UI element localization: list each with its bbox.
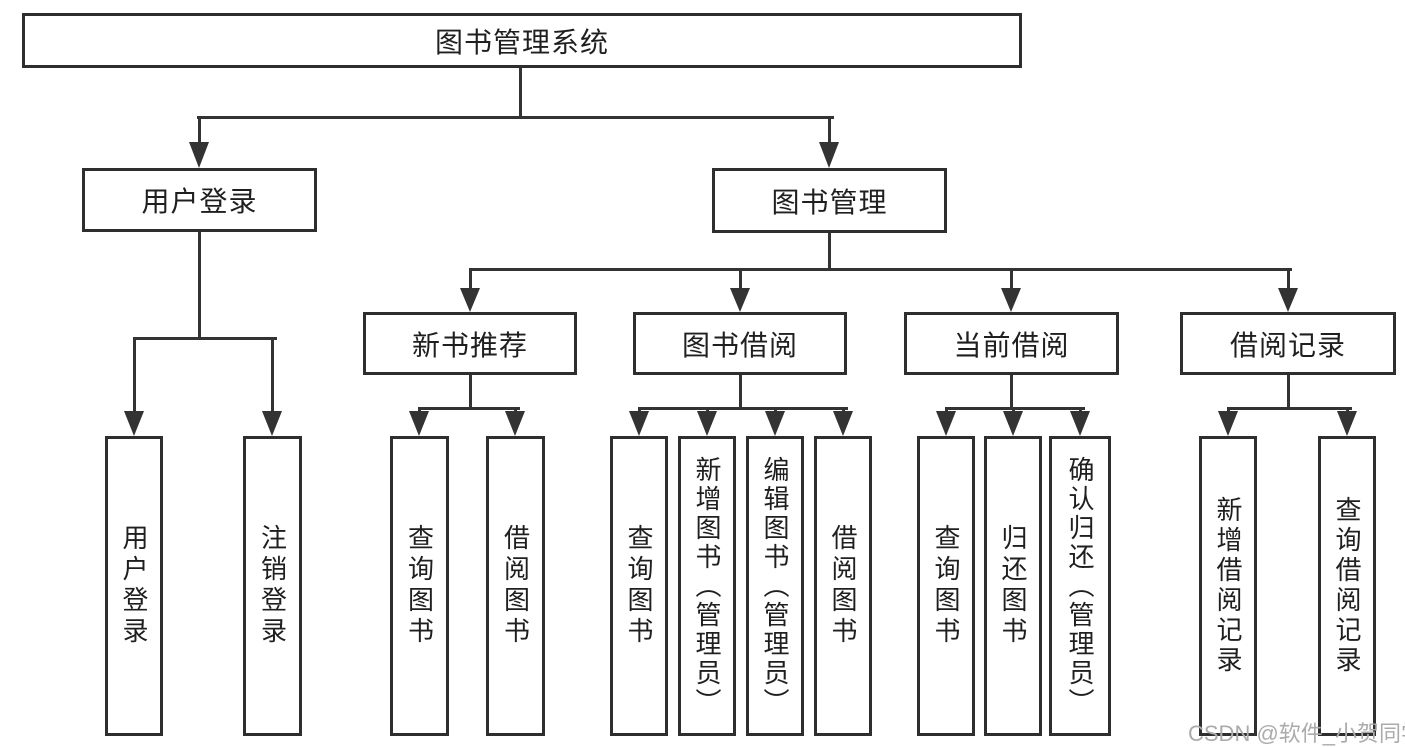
node-borrowing-records-label: 借阅记录 [1229,329,1346,361]
arrow-down-icon [1070,411,1090,436]
leaf-records-add-borrow-record-label: 新增借阅记录 [1213,496,1243,676]
connector-vline [739,375,742,410]
arrow-down-icon [124,411,144,436]
connector-arrow-stem [514,407,517,414]
connector-arrow-stem [133,337,136,414]
arrow-down-icon [697,411,717,436]
node-book-management: 图书管理 [712,168,947,233]
connector-hline [133,337,277,340]
connector-arrow-stem [945,407,948,414]
connector-arrow-stem [1346,407,1349,414]
leaf-logout: 注销登录 [243,436,302,736]
connector-vline [198,232,201,340]
node-user-login-label: 用户登录 [141,186,258,217]
node-library-management-system-label: 图书管理系统 [434,26,609,58]
arrow-down-icon [189,142,209,168]
leaf-borrowing-query-books-label: 查询图书 [624,524,654,648]
node-current-borrowing: 当前借阅 [904,312,1119,375]
node-book-management-label: 图书管理 [771,186,888,218]
arrow-down-icon [409,411,429,436]
leaf-borrowing-add-books-admin-label: 新增图书（管理员） [692,455,722,717]
leaf-borrowing-query-books: 查询图书 [610,436,668,736]
leaf-current-confirm-return-admin-label: 确认归还（管理员） [1065,455,1095,717]
node-book-borrowing-label: 图书借阅 [681,329,798,361]
connector-arrow-stem [739,268,742,291]
leaf-current-confirm-return-admin: 确认归还（管理员） [1049,436,1111,736]
connector-arrow-stem [774,407,777,414]
leaf-borrowing-borrow-books-label: 借阅图书 [828,524,858,648]
node-new-book-recommendation: 新书推荐 [363,312,577,375]
leaf-recommend-query-books: 查询图书 [390,436,449,736]
leaf-current-return-books-label: 归还图书 [998,524,1028,648]
node-user-login: 用户登录 [82,168,317,232]
arrow-down-icon [1218,411,1238,436]
connector-arrow-stem [198,116,201,145]
node-borrowing-records: 借阅记录 [1180,312,1396,375]
connector-arrow-stem [418,407,421,414]
node-book-borrowing: 图书借阅 [633,312,847,375]
leaf-recommend-borrow-books-label: 借阅图书 [500,524,531,648]
leaf-borrowing-add-books-admin: 新增图书（管理员） [678,436,736,736]
connector-arrow-stem [828,116,831,145]
leaf-records-query-borrow-record: 查询借阅记录 [1318,436,1376,736]
arrow-down-icon [262,411,282,436]
connector-vline [1010,375,1013,410]
arrow-down-icon [460,288,480,312]
connector-hline [1227,407,1352,410]
connector-arrow-stem [271,337,274,414]
leaf-borrowing-edit-books-admin-label: 编辑图书（管理员） [760,455,790,717]
arrow-down-icon [819,142,839,168]
leaf-borrowing-edit-books-admin: 编辑图书（管理员） [746,436,804,736]
leaf-recommend-query-books-label: 查询图书 [404,524,435,648]
leaf-current-query-books: 查询图书 [917,436,975,736]
connector-vline [469,375,472,410]
arrow-down-icon [1337,411,1357,436]
leaf-current-query-books-label: 查询图书 [931,524,961,648]
leaf-records-add-borrow-record: 新增借阅记录 [1199,436,1257,736]
leaf-current-return-books: 归还图书 [984,436,1042,736]
connector-hline [197,116,834,119]
arrow-down-icon [1001,288,1021,312]
connector-hline [469,268,1292,271]
connector-arrow-stem [1012,407,1015,414]
leaf-user-login: 用户登录 [105,436,163,736]
arrow-down-icon [833,411,853,436]
node-new-book-recommendation-label: 新书推荐 [411,329,528,361]
leaf-recommend-borrow-books: 借阅图书 [486,436,545,736]
node-current-borrowing-label: 当前借阅 [953,329,1070,361]
watermark: CSDN @软件_小贺同学 [1188,721,1405,746]
connector-hline [638,407,848,410]
arrow-down-icon [936,411,956,436]
connector-arrow-stem [1287,268,1290,291]
connector-vline [1287,375,1290,410]
connector-hline [418,407,520,410]
connector-arrow-stem [1079,407,1082,414]
arrow-down-icon [1278,288,1298,312]
connector-arrow-stem [1010,268,1013,291]
connector-arrow-stem [842,407,845,414]
leaf-logout-label: 注销登录 [257,524,288,648]
leaf-user-login-label: 用户登录 [119,524,149,648]
connector-vline [828,233,831,271]
leaf-borrowing-borrow-books: 借阅图书 [814,436,872,736]
connector-arrow-stem [638,407,641,414]
connector-arrow-stem [469,268,472,291]
connector-hline [945,407,1085,410]
connector-vline [519,68,522,119]
leaf-records-query-borrow-record-label: 查询借阅记录 [1332,496,1362,676]
arrow-down-icon [629,411,649,436]
arrow-down-icon [505,411,525,436]
arrow-down-icon [730,288,750,312]
arrow-down-icon [1003,411,1023,436]
connector-arrow-stem [1227,407,1230,414]
node-library-management-system: 图书管理系统 [22,13,1022,68]
arrow-down-icon [765,411,785,436]
connector-arrow-stem [706,407,709,414]
